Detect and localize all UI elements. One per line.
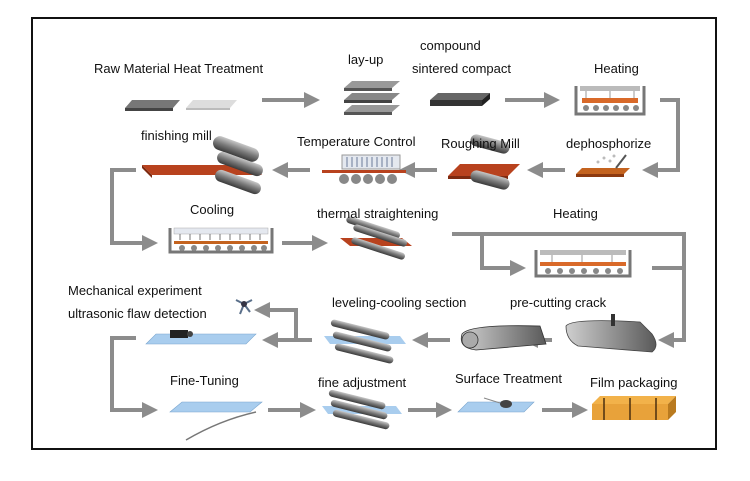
fine-tuning-sheet — [169, 401, 263, 441]
label-dephosphorize: dephosphorize — [566, 136, 652, 151]
heating-furnace-2 — [534, 250, 632, 278]
label-surface-treatment: Surface Treatment — [455, 371, 562, 386]
label-roughing-mill: Roughing Mill — [441, 136, 520, 151]
surface-treatment-sheet — [457, 397, 535, 413]
sintered-compact-block — [430, 93, 490, 106]
label-finishing-mill: finishing mill — [141, 128, 212, 143]
pre-cutting-crack-sheet — [565, 314, 657, 353]
lay-up-stack — [344, 81, 400, 115]
arrow-3 — [642, 98, 680, 178]
arrow-9 — [452, 232, 686, 348]
arrow-10 — [480, 234, 526, 276]
label-ultrasonic-flaw-detection: ultrasonic flaw detection — [68, 306, 207, 321]
leveling-cooling-sheet — [460, 325, 547, 351]
label-cooling: Cooling — [190, 202, 235, 217]
label-fine-adjustment: fine adjustment — [318, 375, 407, 390]
leveling-rollers — [324, 319, 406, 364]
dephosphorize-plate — [576, 154, 630, 177]
label-mechanical-experiment: Mechanical experiment — [68, 283, 202, 298]
label-leveling-cooling: leveling-cooling section — [332, 295, 467, 310]
thermal-straightening-unit — [340, 216, 412, 260]
arrow-7 — [110, 168, 158, 251]
arrow-15 — [254, 302, 298, 340]
ultrasonic-detection-station — [145, 299, 257, 345]
diagram-frame — [31, 17, 717, 450]
label-sintered-compact: sintered compact — [412, 61, 511, 76]
label-heating-1: Heating — [594, 61, 639, 76]
temperature-control-unit — [322, 154, 406, 184]
label-thermal-straightening: thermal straightening — [317, 206, 439, 221]
cooling-unit — [168, 227, 274, 254]
label-raw-material: Raw Material Heat Treatment — [94, 61, 264, 76]
film-package — [592, 396, 676, 420]
heating-furnace-1 — [574, 86, 646, 116]
label-lay-up: lay-up — [348, 52, 384, 67]
raw-material-plates — [125, 100, 237, 111]
fine-adjustment-rollers — [322, 389, 402, 430]
arrow-16 — [110, 336, 158, 418]
label-fine-tuning: Fine-Tuning — [170, 373, 239, 388]
label-temperature-control: Temperature Control — [297, 134, 416, 149]
roughing-mill — [448, 134, 520, 190]
label-compound: compound — [420, 38, 481, 53]
label-heating-2: Heating — [553, 206, 598, 221]
finishing-mill — [142, 136, 263, 195]
label-pre-cutting-crack: pre-cutting crack — [510, 295, 607, 310]
label-film-packaging: Film packaging — [590, 375, 678, 390]
